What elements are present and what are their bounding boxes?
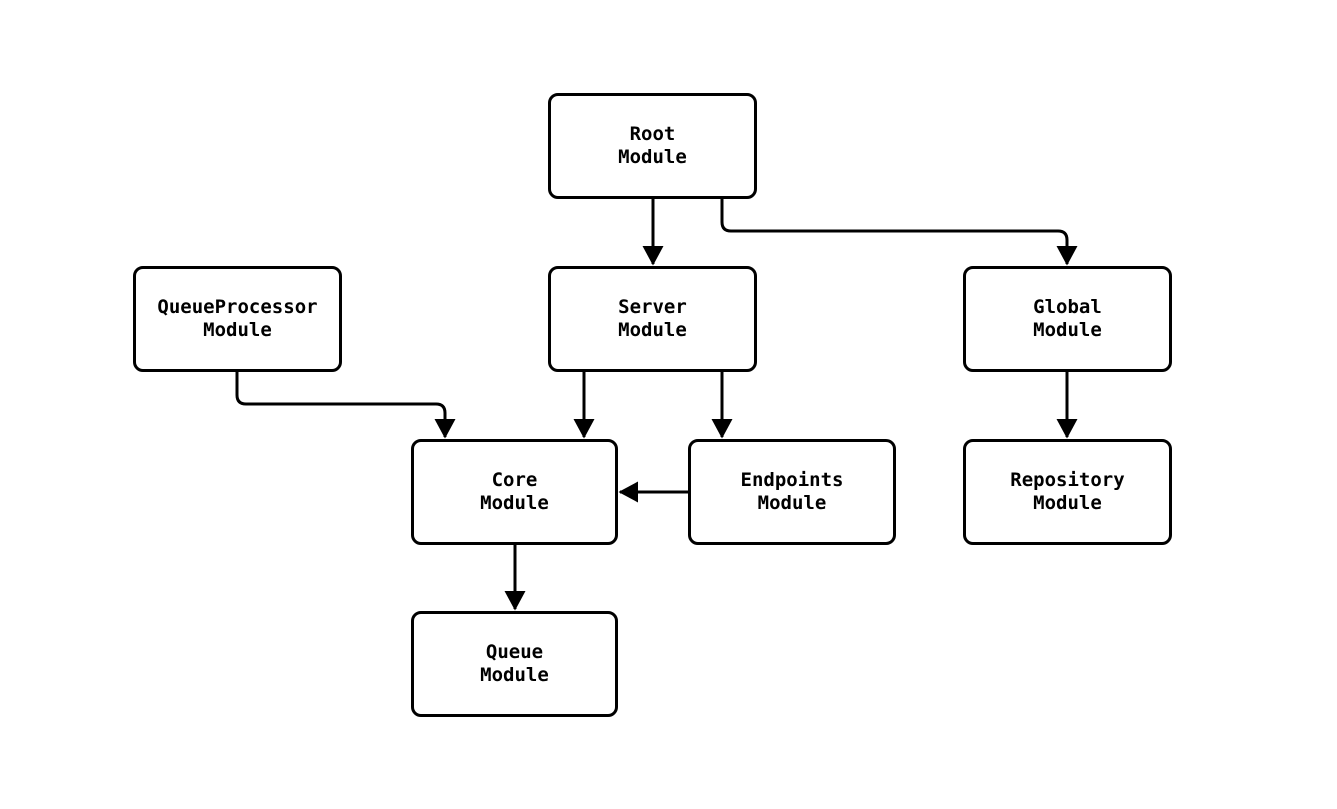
node-queue-label: Queue Module: [480, 641, 549, 686]
node-repository-module: Repository Module: [963, 439, 1172, 545]
node-queueprocessor-module: QueueProcessor Module: [133, 266, 342, 372]
node-global-label: Global Module: [1033, 296, 1102, 341]
node-core-label: Core Module: [480, 469, 549, 514]
edges-group: [235, 199, 1078, 611]
node-root-label: Root Module: [618, 123, 687, 168]
node-repository-label: Repository Module: [1010, 469, 1125, 514]
node-endpoints-label: Endpoints Module: [740, 469, 844, 514]
node-global-module: Global Module: [963, 266, 1172, 372]
node-core-module: Core Module: [411, 439, 618, 545]
node-server-module: Server Module: [548, 266, 757, 372]
edge-queueprocessor-to-core: [235, 372, 456, 439]
node-queueprocessor-label: QueueProcessor Module: [157, 296, 318, 341]
node-queue-module: Queue Module: [411, 611, 618, 717]
node-server-label: Server Module: [618, 296, 687, 341]
edge-root-to-global: [720, 199, 1078, 266]
node-root-module: Root Module: [548, 93, 757, 199]
node-endpoints-module: Endpoints Module: [688, 439, 896, 545]
